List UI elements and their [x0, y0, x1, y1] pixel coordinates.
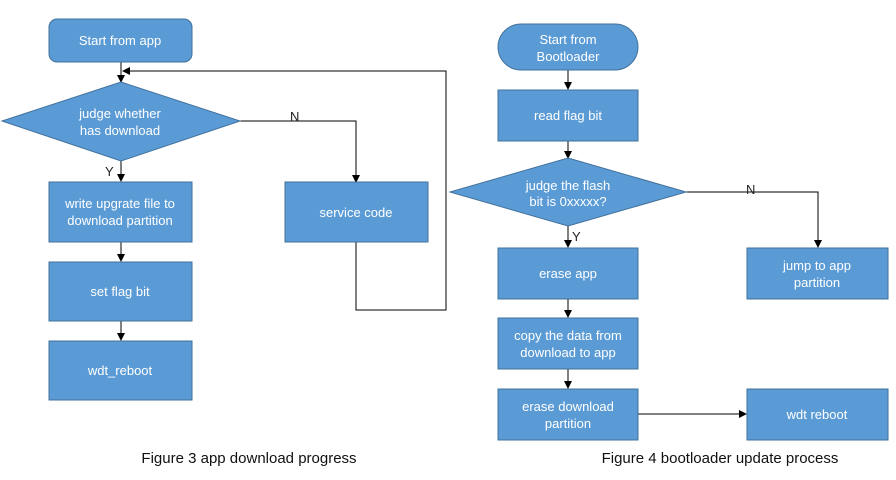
judge-flash-decision: judge the flash bit is 0xxxxx?	[448, 157, 688, 227]
copy-data-node: copy the data from download to app	[497, 317, 639, 370]
fig4-yes-label: Y	[572, 229, 581, 244]
wdt-reboot-fig4-label: wdt reboot	[786, 407, 848, 422]
judge-download-label-line1: judge whether	[78, 106, 161, 121]
read-flag-bit-label: read flag bit	[534, 108, 602, 123]
fig4-no-label: N	[746, 182, 755, 197]
erase-app-node: erase app	[497, 247, 639, 300]
set-flag-bit-label: set flag bit	[90, 284, 150, 299]
judge-flash-label-line2: bit is 0xxxxx?	[529, 194, 606, 209]
fig3-yes-label: Y	[105, 164, 114, 179]
start-from-app-label: Start from app	[79, 33, 161, 48]
wdt-reboot-node-fig4: wdt reboot	[746, 388, 889, 441]
figure-4-caption: Figure 4 bootloader update process	[602, 450, 839, 467]
start-bootloader-label-line1: Start from	[539, 32, 596, 47]
jump-to-app-partition-node: jump to app partition	[746, 247, 889, 300]
figure-3-app-download-flowchart: Start from app judge whether has downloa…	[0, 18, 447, 467]
judge-download-decision: judge whether has download	[0, 81, 242, 162]
jump-to-app-label-line2: partition	[794, 275, 840, 290]
arrow-service-loop-back	[122, 67, 447, 311]
copy-data-label-line1: copy the data from	[514, 328, 622, 343]
figure-4-bootloader-flowchart: Start from Bootloader read flag bit judg…	[448, 23, 889, 467]
jump-to-app-label-line1: jump to app	[782, 258, 851, 273]
write-upgrade-label-line2: download partition	[67, 213, 173, 228]
wdt-reboot-node: wdt_reboot	[48, 340, 193, 401]
judge-download-label-line2: has download	[80, 123, 160, 138]
write-upgrade-label-line1: write upgrate file to	[64, 196, 175, 211]
wdt-reboot-label: wdt_reboot	[87, 363, 153, 378]
erase-app-label: erase app	[539, 266, 597, 281]
erase-download-partition-node: erase download partition	[497, 388, 639, 441]
write-upgrade-file-node: write upgrate file to download partition	[48, 181, 193, 243]
start-from-app-node: Start from app	[48, 18, 193, 63]
erase-download-label-line1: erase download	[522, 399, 614, 414]
fig3-no-label: N	[290, 109, 299, 124]
read-flag-bit-node: read flag bit	[497, 89, 639, 142]
service-code-label: service code	[320, 205, 393, 220]
arrow-judge-no-to-service	[240, 120, 360, 183]
service-code-node: service code	[284, 181, 429, 243]
figure-3-caption: Figure 3 app download progress	[141, 450, 356, 467]
set-flag-bit-node: set flag bit	[48, 261, 193, 322]
copy-data-label-line2: download to app	[520, 345, 615, 360]
start-from-bootloader-node: Start from Bootloader	[497, 23, 639, 71]
arrow-judge-no-to-jump	[686, 191, 822, 248]
judge-flash-label-line1: judge the flash	[525, 178, 611, 193]
start-bootloader-label-line2: Bootloader	[537, 49, 601, 64]
erase-download-label-line2: partition	[545, 416, 591, 431]
